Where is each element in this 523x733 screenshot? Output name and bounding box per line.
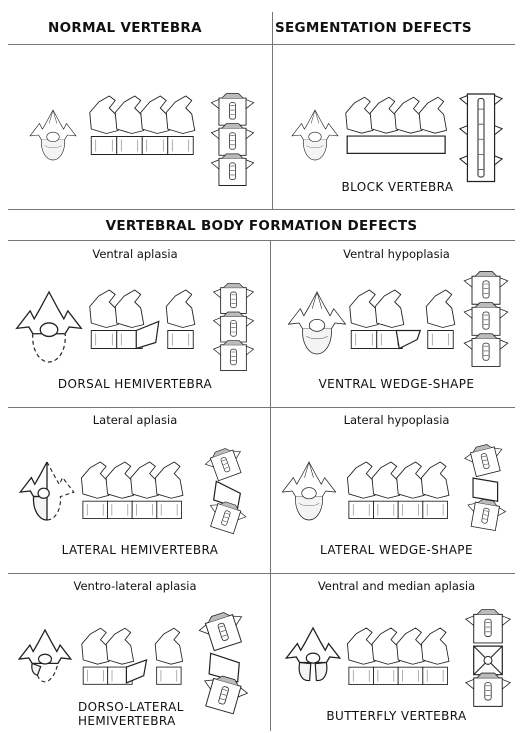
row-divider-2 bbox=[8, 407, 515, 408]
ventral-wedge-shape-caption: VENTRAL WEDGE-SHAPE bbox=[270, 377, 523, 391]
segmentation-defects-title: SEGMENTATION DEFECTS bbox=[275, 20, 472, 36]
ventral-wedge-ventral bbox=[462, 270, 510, 368]
ventral-wedge-lateral bbox=[340, 290, 460, 350]
normal-lateral-spine bbox=[80, 96, 200, 156]
dorso-lateral-axial bbox=[14, 630, 76, 686]
butterfly-axial bbox=[280, 628, 346, 686]
lateral-hemivertebra-ventral bbox=[192, 448, 262, 532]
formation-defects-title: VERTEBRAL BODY FORMATION DEFECTS bbox=[0, 218, 523, 234]
ventral-aplasia-title: Ventral aplasia bbox=[0, 247, 270, 261]
dorsal-hemivertebra-caption: DORSAL HEMIVERTEBRA bbox=[0, 377, 270, 391]
lateral-wedge-axial bbox=[276, 462, 342, 520]
dorso-lateral-caption-line1: DORSO-LATERAL bbox=[78, 700, 184, 714]
column-divider-bottom bbox=[270, 241, 271, 731]
row-divider-3 bbox=[8, 573, 515, 574]
lateral-hemivertebra-lateral bbox=[74, 462, 186, 520]
dorso-lateral-ventral bbox=[190, 612, 260, 712]
ventral-hypoplasia-title: Ventral hypoplasia bbox=[270, 247, 523, 261]
block-ventral-spine bbox=[452, 88, 510, 183]
normal-vertebra-title: NORMAL VERTEBRA bbox=[48, 20, 202, 36]
dorso-lateral-lateral bbox=[76, 628, 184, 686]
lateral-aplasia-title: Lateral aplasia bbox=[0, 413, 270, 427]
lateral-hemivertebra-axial bbox=[14, 462, 80, 520]
butterfly-ventral bbox=[462, 608, 514, 708]
normal-axial-vertebra bbox=[18, 110, 88, 160]
normal-ventral-spine bbox=[205, 92, 260, 187]
butterfly-lateral bbox=[340, 628, 452, 686]
lateral-wedge-lateral bbox=[340, 462, 452, 520]
dorsal-hemivertebra-lateral bbox=[80, 290, 200, 350]
butterfly-vertebra-caption: BUTTERFLY VERTEBRA bbox=[270, 709, 523, 723]
top-border bbox=[8, 44, 515, 45]
block-lateral-spine bbox=[340, 96, 448, 156]
lateral-hemivertebra-caption: LATERAL HEMIVERTEBRA bbox=[0, 543, 280, 557]
section-divider bbox=[8, 209, 515, 210]
ventro-lateral-aplasia-title: Ventro-lateral aplasia bbox=[0, 579, 270, 593]
dorsal-hemivertebra-axial bbox=[14, 292, 84, 362]
dorso-lateral-caption-line2: HEMIVERTEBRA bbox=[78, 714, 176, 728]
row-divider-1 bbox=[8, 240, 515, 241]
ventral-median-aplasia-title: Ventral and median aplasia bbox=[270, 579, 523, 593]
lateral-wedge-shape-caption: LATERAL WEDGE-SHAPE bbox=[270, 543, 523, 557]
lateral-hypoplasia-title: Lateral hypoplasia bbox=[270, 413, 523, 427]
lateral-wedge-ventral bbox=[458, 444, 514, 530]
dorsal-hemivertebra-ventral bbox=[206, 282, 261, 372]
